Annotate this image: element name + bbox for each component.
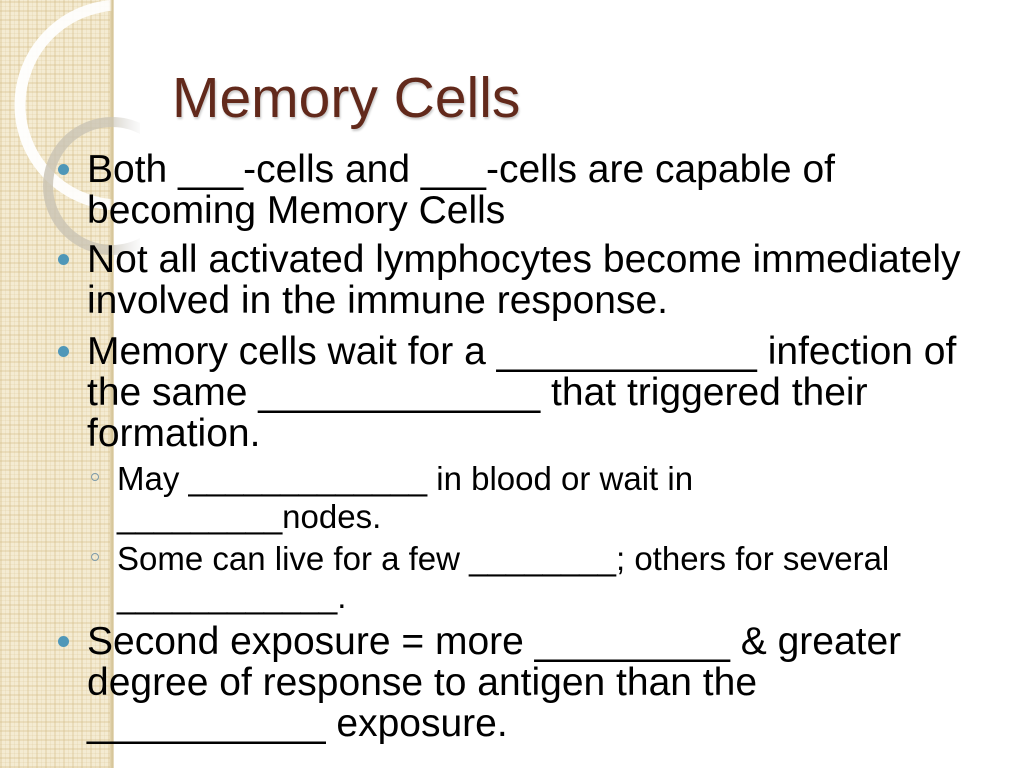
bullet-line: involved in the immune response. bbox=[87, 279, 668, 322]
bullet-dot-icon bbox=[58, 164, 69, 175]
bullet-dot-icon bbox=[58, 254, 69, 265]
sub-bullet-line: Some can live for a few ________; others… bbox=[117, 540, 890, 577]
bullet-line: the same _____________ that triggered th… bbox=[87, 371, 868, 414]
bullet-dot-icon bbox=[58, 636, 69, 647]
sub-bullet-line: ____________. bbox=[117, 578, 347, 615]
bullet-item: Memory cells wait for a ____________ inf… bbox=[58, 330, 957, 455]
bullet-item: Both ___-cells and ___-cells are capable… bbox=[58, 148, 835, 232]
sub-bullet-line: _________nodes. bbox=[117, 498, 382, 535]
sub-bullet-item: May _____________ in blood or wait in __… bbox=[91, 460, 694, 536]
sub-bullet-item: Some can live for a few ________; others… bbox=[91, 540, 890, 616]
bullet-line: Not all activated lymphocytes become imm… bbox=[87, 238, 961, 281]
sidebar-divider bbox=[110, 0, 114, 768]
sub-bullet-ring-icon bbox=[91, 553, 99, 561]
bullet-line: ___________ exposure. bbox=[87, 702, 508, 745]
slide-title: Memory Cells bbox=[172, 66, 521, 130]
bullet-item: Second exposure = more _________ & great… bbox=[58, 620, 902, 745]
bullet-dot-icon bbox=[58, 346, 69, 357]
bullet-item: Not all activated lymphocytes become imm… bbox=[58, 238, 961, 322]
bullet-line: becoming Memory Cells bbox=[87, 189, 506, 232]
large-ring-shape bbox=[14, 0, 140, 211]
bullet-line: degree of response to antigen than the bbox=[87, 661, 758, 704]
sub-bullet-ring-icon bbox=[91, 473, 99, 481]
bullet-line: Second exposure = more _________ & great… bbox=[87, 620, 902, 663]
sub-bullet-line: May _____________ in blood or wait in bbox=[117, 460, 694, 497]
small-ring-shape bbox=[43, 117, 140, 255]
bullet-line: formation. bbox=[87, 412, 261, 455]
bullet-line: Memory cells wait for a ____________ inf… bbox=[87, 330, 957, 373]
decorative-rings bbox=[14, 0, 140, 255]
bullet-line: Both ___-cells and ___-cells are capable… bbox=[87, 148, 835, 191]
